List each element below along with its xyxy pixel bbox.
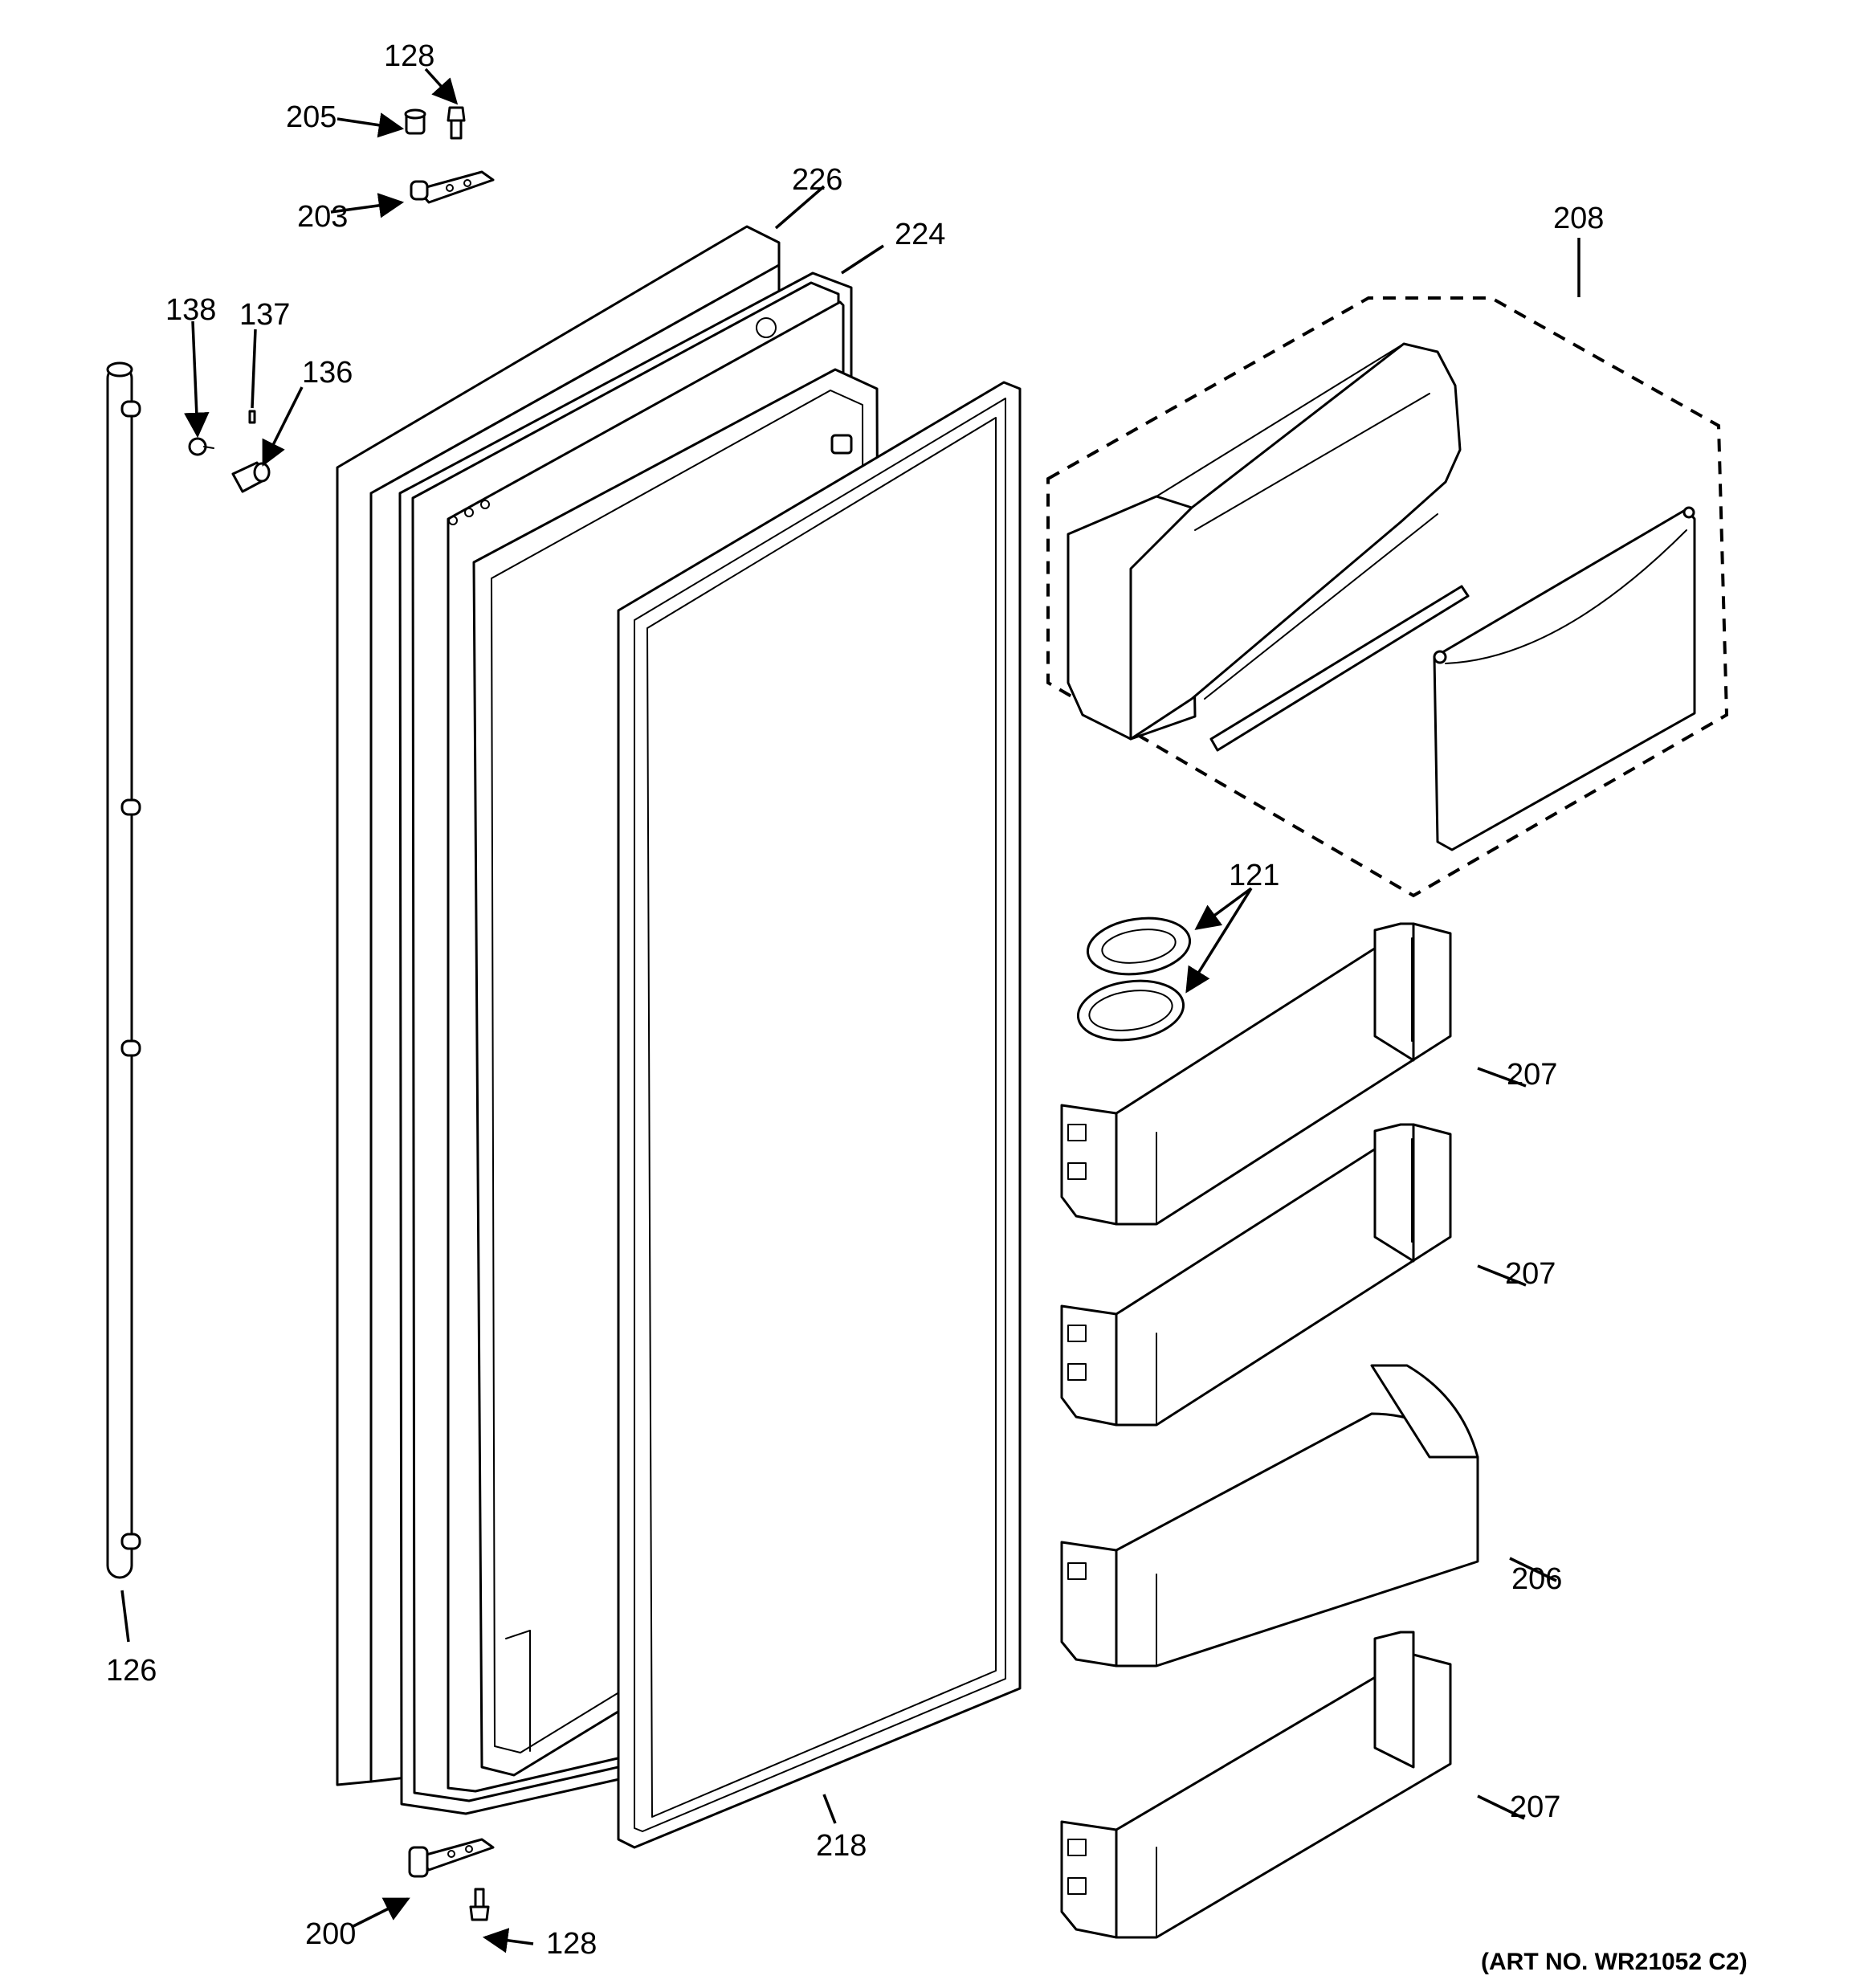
- door-bin-207-3: [1060, 1631, 1452, 1939]
- door-bin-207-1: [1060, 922, 1452, 1226]
- handle-mount-post: [120, 798, 141, 816]
- handle-mount-post: [120, 1533, 141, 1550]
- hinge-pin-205: [404, 108, 426, 135]
- callout-137: 137: [239, 298, 290, 332]
- callout-126: 126: [106, 1654, 157, 1688]
- dairy-compartment-door: [1433, 506, 1696, 851]
- callout-205: 205: [286, 100, 336, 134]
- handle-mount-post: [120, 400, 141, 418]
- callout-208: 208: [1553, 202, 1604, 235]
- door-bin-206: [1060, 1364, 1479, 1668]
- callout-128-top: 128: [384, 39, 434, 73]
- handle-mount-post: [120, 1039, 141, 1057]
- top-hinge-203: [410, 170, 495, 204]
- screw-138: [188, 437, 214, 456]
- callout-200: 200: [305, 1917, 356, 1951]
- dairy-compartment-housing: [1067, 342, 1470, 752]
- callout-128-bottom: 128: [546, 1927, 597, 1961]
- bottom-hinge-200: [408, 1838, 495, 1878]
- callout-218: 218: [816, 1829, 867, 1863]
- callout-136: 136: [302, 356, 353, 390]
- handle-bushing-136: [231, 461, 271, 493]
- screw-128-top: [447, 106, 466, 140]
- art-number: (ART NO. WR21052 C2): [1481, 1949, 1748, 1975]
- door-gasket-218: [617, 381, 1022, 1849]
- screw-128-bottom: [469, 1888, 490, 1921]
- callout-207-a: 207: [1507, 1058, 1557, 1092]
- callout-203: 203: [297, 200, 348, 234]
- door-handle-rod: [106, 361, 141, 1579]
- callout-224: 224: [895, 218, 945, 251]
- door-bin-207-2: [1060, 1123, 1452, 1427]
- callout-138: 138: [165, 293, 216, 327]
- gasket-121-upper: [1086, 916, 1192, 976]
- leader-lines: [120, 67, 1580, 1953]
- callout-226: 226: [792, 163, 842, 197]
- gasket-121-lower: [1076, 979, 1185, 1042]
- pin-137: [248, 410, 256, 424]
- callout-206: 206: [1511, 1562, 1562, 1596]
- callout-121: 121: [1229, 859, 1279, 892]
- callout-207-b: 207: [1505, 1257, 1556, 1291]
- callout-207-c: 207: [1510, 1790, 1560, 1824]
- liner-bump: [830, 434, 853, 455]
